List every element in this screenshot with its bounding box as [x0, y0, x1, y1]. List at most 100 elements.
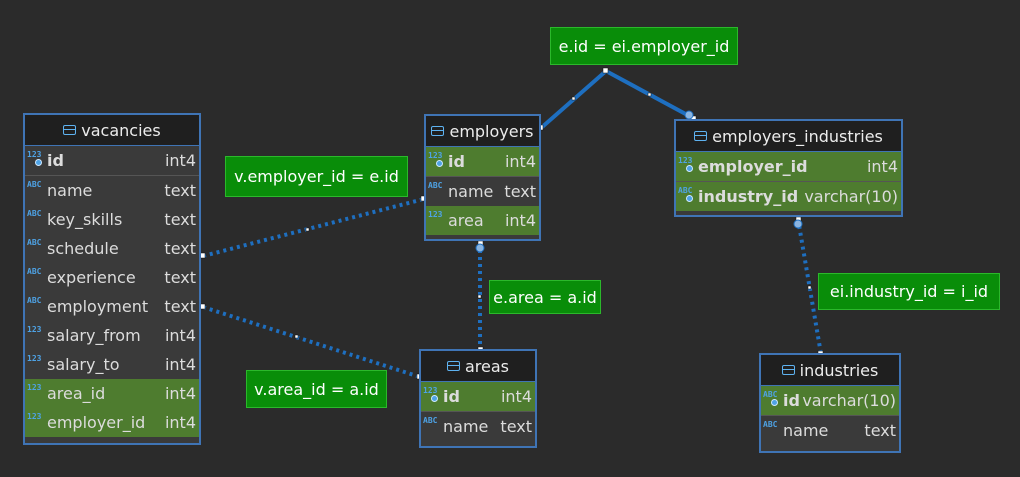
column-row[interactable]: ABC industry_id varchar(10): [676, 182, 901, 211]
column-type: text: [164, 210, 196, 229]
primary-key-icon: [35, 159, 42, 166]
entity-header[interactable]: vacancies: [25, 115, 199, 146]
entity-header[interactable]: industries: [761, 355, 899, 386]
column-row[interactable]: ABC experience text: [25, 263, 199, 292]
column-type: varchar(10): [804, 187, 898, 206]
column-type: int4: [866, 157, 898, 176]
column-type: int4: [504, 152, 536, 171]
number-type-icon: 123: [27, 150, 42, 159]
link-vacancies-areas: [202, 305, 421, 379]
column-row[interactable]: 123 employer_id int4: [25, 408, 199, 437]
column-name: schedule: [47, 239, 119, 258]
table-icon: [781, 365, 795, 375]
entity-title: industries: [799, 360, 879, 380]
column-type: int4: [164, 413, 196, 432]
column-row[interactable]: 123 salary_to int4: [25, 350, 199, 379]
primary-key-icon: [431, 395, 438, 402]
column-name: name: [783, 421, 829, 440]
entity-areas[interactable]: areas 123 id int4 ABC name text: [419, 349, 537, 448]
column-type: text: [500, 417, 532, 436]
column-name: employment: [47, 297, 149, 316]
column-row[interactable]: ABC name text: [25, 176, 199, 205]
entity-title: employers: [449, 121, 534, 141]
entity-header[interactable]: employers_industries: [676, 121, 901, 152]
column-name: id: [783, 391, 800, 410]
column-row[interactable]: ABC id varchar(10): [761, 386, 899, 416]
column-type: int4: [164, 151, 196, 170]
column-name: area: [448, 211, 484, 230]
number-type-icon: 123: [27, 383, 42, 392]
entity-industries[interactable]: industries ABC id varchar(10) ABC name t…: [759, 353, 901, 453]
table-icon: [446, 361, 460, 371]
link-vacancies-employers: [202, 197, 425, 258]
entity-title: vacancies: [81, 120, 161, 140]
column-type: text: [164, 268, 196, 287]
primary-key-icon: [771, 399, 778, 406]
text-type-icon: ABC: [763, 390, 778, 399]
column-type: int4: [164, 384, 196, 403]
column-row[interactable]: 123 salary_from int4: [25, 321, 199, 350]
entity-header[interactable]: areas: [421, 351, 535, 382]
number-type-icon: 123: [27, 412, 42, 421]
column-name: salary_from: [47, 326, 141, 345]
text-type-icon: ABC: [678, 186, 693, 195]
column-row[interactable]: ABC schedule text: [25, 234, 199, 263]
table-icon: [63, 125, 77, 135]
number-type-icon: 123: [423, 386, 438, 395]
relation-note[interactable]: v.area_id = a.id: [246, 370, 387, 408]
relation-note[interactable]: ei.industry_id = i_id: [818, 273, 1000, 310]
primary-key-icon: [686, 165, 693, 172]
link-employers-industries-industries: [796, 218, 823, 355]
column-row[interactable]: ABC name text: [426, 177, 539, 206]
column-name: experience: [47, 268, 136, 287]
column-row[interactable]: ABC employment text: [25, 292, 199, 321]
column-name: name: [443, 417, 489, 436]
text-type-icon: ABC: [27, 267, 42, 276]
number-type-icon: 123: [27, 354, 42, 363]
entity-title: employers_industries: [712, 126, 883, 146]
entity-employers[interactable]: employers 123 id int4 ABC name text 123 …: [424, 114, 541, 241]
column-row[interactable]: 123 area int4: [426, 206, 539, 235]
column-name: id: [47, 151, 64, 170]
column-name: industry_id: [698, 187, 799, 206]
column-name: name: [47, 181, 93, 200]
column-name: area_id: [47, 384, 106, 403]
text-type-icon: ABC: [27, 238, 42, 247]
column-name: name: [448, 182, 494, 201]
relation-note[interactable]: v.employer_id = e.id: [225, 156, 408, 197]
column-row[interactable]: ABC name text: [421, 412, 535, 441]
column-row[interactable]: ABC key_skills text: [25, 205, 199, 234]
text-type-icon: ABC: [27, 296, 42, 305]
column-type: int4: [504, 211, 536, 230]
relation-note[interactable]: e.area = a.id: [489, 280, 601, 314]
column-name: id: [443, 387, 460, 406]
column-type: int4: [164, 326, 196, 345]
column-type: text: [164, 239, 196, 258]
column-row[interactable]: 123 id int4: [25, 146, 199, 176]
column-type: text: [504, 182, 536, 201]
column-row[interactable]: 123 id int4: [426, 147, 539, 177]
number-type-icon: 123: [428, 210, 443, 219]
text-type-icon: ABC: [423, 416, 438, 425]
column-name: id: [448, 152, 465, 171]
table-icon: [431, 126, 445, 136]
entity-title: areas: [464, 356, 509, 376]
column-type: text: [164, 181, 196, 200]
column-type: int4: [500, 387, 532, 406]
table-icon: [694, 131, 708, 141]
entity-header[interactable]: employers: [426, 116, 539, 147]
column-type: int4: [164, 355, 196, 374]
entity-vacancies[interactable]: vacancies 123 id int4 ABC name text ABC …: [23, 113, 201, 445]
column-row[interactable]: 123 employer_id int4: [676, 152, 901, 182]
column-row[interactable]: ABC name text: [761, 416, 899, 445]
text-type-icon: ABC: [27, 180, 42, 189]
number-type-icon: 123: [428, 151, 443, 160]
column-row[interactable]: 123 id int4: [421, 382, 535, 412]
column-row[interactable]: 123 area_id int4: [25, 379, 199, 408]
number-type-icon: 123: [678, 156, 693, 165]
number-type-icon: 123: [27, 325, 42, 334]
relation-note[interactable]: e.id = ei.employer_id: [550, 27, 738, 65]
entity-employers-industries[interactable]: employers_industries 123 employer_id int…: [674, 119, 903, 217]
column-type: text: [164, 297, 196, 316]
